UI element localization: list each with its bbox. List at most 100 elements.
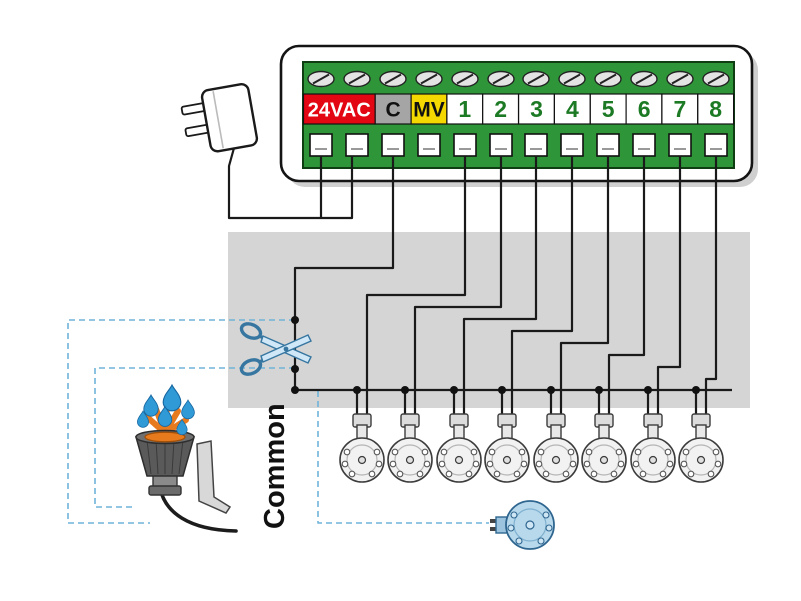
wire-clamp-icon xyxy=(524,133,548,157)
screw-terminal-icon xyxy=(666,70,694,88)
zone-valve-icon-2 xyxy=(387,413,433,483)
screw-terminal-icon xyxy=(415,70,443,88)
dashed-master-valve-wire xyxy=(317,391,489,524)
terminal-label-mv: MV xyxy=(413,99,445,122)
sprinkler-riser-cap xyxy=(148,485,182,496)
scissors-icon xyxy=(239,322,312,376)
sprinkler-bracket xyxy=(196,440,232,514)
power-adapter-icon xyxy=(180,83,354,220)
cup-rib xyxy=(171,439,175,475)
junction-dot xyxy=(291,365,299,373)
wire-clamp-icon xyxy=(381,133,405,157)
dashed-sensor-wire-inner xyxy=(94,367,295,508)
terminal-label-7: 7 xyxy=(674,96,687,122)
terminal-label-box-7 xyxy=(661,93,699,125)
junction-dot xyxy=(450,386,458,394)
screw-terminal-icon xyxy=(702,70,730,88)
sprinkler-head-icon xyxy=(135,384,238,533)
station-wire-7 xyxy=(656,156,682,416)
station-wire-3 xyxy=(462,156,538,416)
common-wire xyxy=(293,156,395,390)
cup-rib xyxy=(146,439,152,475)
zone-valve-icon-7 xyxy=(630,413,676,483)
terminal-label-box-4 xyxy=(553,93,591,125)
water-drop-icon xyxy=(162,384,182,412)
screw-terminal-icon xyxy=(307,70,335,88)
wire-clamp-icon xyxy=(345,133,369,157)
terminal-label-4: 4 xyxy=(566,96,579,122)
station-wire-2 xyxy=(413,156,503,416)
wire-clamp-icon xyxy=(417,133,441,157)
screw-terminal-icon xyxy=(594,70,622,88)
junction-dot xyxy=(291,316,299,324)
terminal-label-box-6 xyxy=(625,93,663,125)
junction-dot xyxy=(644,386,652,394)
terminal-label-8: 8 xyxy=(709,96,722,122)
terminal-label-24vac: 24VAC xyxy=(308,100,371,122)
master-valve-bump xyxy=(545,524,553,532)
station-wire-4 xyxy=(510,156,574,416)
common-wire-label: Common xyxy=(259,403,291,529)
adapter-seam xyxy=(212,91,224,149)
master-valve-icon xyxy=(490,500,555,550)
wire-clamp-icon xyxy=(309,133,333,157)
terminal-label-2: 2 xyxy=(494,96,507,122)
station-wire-5 xyxy=(559,156,610,416)
terminal-label-box-3 xyxy=(517,93,555,125)
wire-clamp-icon xyxy=(632,133,656,157)
sprinkler-rotor xyxy=(144,431,186,443)
master-valve-pin xyxy=(490,519,498,523)
screw-terminal-icon xyxy=(630,70,658,88)
wire-clamp-icon xyxy=(704,133,728,157)
terminal-label-box-8 xyxy=(697,93,735,125)
master-valve-bump xyxy=(507,524,515,532)
wire-clamp-icon xyxy=(453,133,477,157)
junction-dot xyxy=(401,386,409,394)
junction-dot xyxy=(353,386,361,394)
master-valve-center xyxy=(525,520,535,530)
terminal-label-box-common xyxy=(374,93,412,125)
power-cord-wire xyxy=(227,147,354,220)
junction-dot xyxy=(547,386,555,394)
station-wire-8 xyxy=(704,156,718,416)
junction-dots xyxy=(291,316,700,394)
zone-valve-icon-4 xyxy=(484,413,530,483)
water-drop-icon xyxy=(143,394,159,417)
master-valve-bump xyxy=(515,537,523,545)
water-drop-icon xyxy=(181,399,195,420)
wire-clamp-icon xyxy=(560,133,584,157)
adapter-body xyxy=(200,83,259,153)
station-wire-6 xyxy=(607,156,646,416)
zone-valve-icon-1 xyxy=(339,413,385,483)
dashed-accessory-wires xyxy=(67,319,489,524)
master-valve-bump xyxy=(542,511,550,519)
terminal-label-3: 3 xyxy=(530,96,543,122)
scissors-pivot xyxy=(283,346,289,352)
controller: 24VAC C MV 1 2 3 4 5 6 7 8 xyxy=(279,44,758,187)
dashed-sensor-wire-outer xyxy=(67,319,295,524)
cup-rib xyxy=(155,439,159,475)
terminal-label-5: 5 xyxy=(602,96,615,122)
screw-terminal-icon xyxy=(522,70,550,88)
screw-terminal-icon xyxy=(343,70,371,88)
wire-clamp-icon xyxy=(596,133,620,157)
junction-dot xyxy=(291,386,299,394)
terminal-label-common: C xyxy=(386,99,401,122)
wire-clamp-icon xyxy=(668,133,692,157)
terminal-label-box-1 xyxy=(446,93,484,125)
junction-dot xyxy=(498,386,506,394)
zone-valve-icon-5 xyxy=(533,413,579,483)
junction-dot xyxy=(595,386,603,394)
terminal-label-row: 24VAC C MV 1 2 3 4 5 6 7 8 xyxy=(302,93,735,125)
station-wires xyxy=(365,156,718,416)
zone-valve-icon-6 xyxy=(581,413,627,483)
cup-rib xyxy=(178,439,184,475)
zone-valve-icon-8 xyxy=(678,413,724,483)
terminal-label-6: 6 xyxy=(638,96,651,122)
master-valve-bump xyxy=(537,537,545,545)
zone-valve-icon-3 xyxy=(436,413,482,483)
wire-clamp-icon xyxy=(489,133,513,157)
terminal-label-box-mv xyxy=(410,93,448,125)
master-valve-bump xyxy=(510,511,518,519)
